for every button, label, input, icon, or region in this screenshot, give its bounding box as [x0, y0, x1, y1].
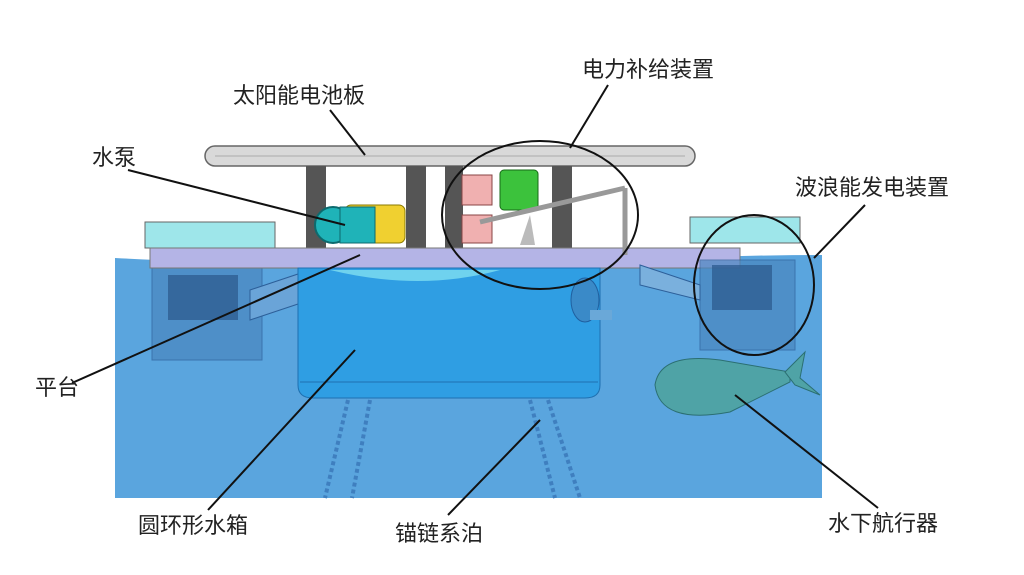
- label-platform: 平台: [35, 376, 80, 401]
- power-supply-highlight: [441, 140, 639, 290]
- ring-tank: [297, 267, 612, 399]
- label-power-supply: 电力补给装置: [582, 58, 715, 83]
- solar-panel: [204, 145, 696, 167]
- water-pump: [314, 204, 406, 244]
- label-auv: 水下航行器: [828, 512, 939, 537]
- label-solar-panel: 太阳能电池板: [233, 84, 366, 109]
- label-water-pump: 水泵: [92, 146, 137, 171]
- wave-device-highlight: [693, 214, 815, 356]
- platform: [149, 247, 741, 269]
- label-wave-energy: 波浪能发电装置: [795, 176, 950, 201]
- label-mooring: 锚链系泊: [395, 522, 484, 547]
- wave-device-right: [639, 216, 801, 351]
- underwater-vehicle: [654, 350, 821, 416]
- mooring-chains: [323, 399, 582, 499]
- power-supply-device: [461, 169, 628, 255]
- label-ring-tank: 圆环形水箱: [138, 514, 249, 539]
- leader-lines: [71, 84, 879, 516]
